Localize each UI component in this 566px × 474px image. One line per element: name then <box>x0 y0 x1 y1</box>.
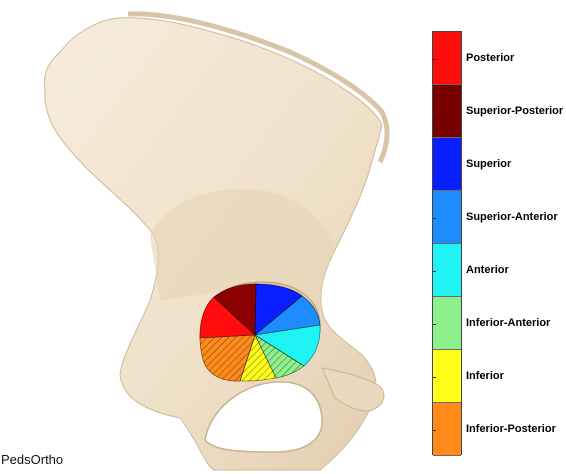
legend-swatch-superior-posterior <box>433 85 461 138</box>
legend-swatch-posterior <box>433 32 461 85</box>
legend-label-inferior-anterior: Inferior-Anterior <box>466 317 550 329</box>
legend-tick <box>433 430 436 431</box>
legend-swatch-inferior <box>433 350 461 403</box>
legend-tick <box>433 271 436 272</box>
legend-label-anterior: Anterior <box>466 264 509 276</box>
acetabulum-sectors <box>200 284 320 381</box>
legend-tick <box>433 324 436 325</box>
legend-tick <box>433 377 436 378</box>
legend-swatch-inferior-posterior <box>433 403 461 456</box>
watermark: PedsOrtho <box>1 452 63 467</box>
legend-tick <box>433 112 436 113</box>
legend-label-superior: Superior <box>466 158 511 170</box>
legend-label-inferior-posterior: Inferior-Posterior <box>466 423 556 435</box>
color-legend <box>432 31 462 455</box>
legend-swatch-anterior <box>433 244 461 297</box>
legend-swatch-superior <box>433 138 461 191</box>
legend-label-superior-anterior: Superior-Anterior <box>466 211 558 223</box>
legend-label-superior-posterior: Superior-Posterior <box>466 105 563 117</box>
legend-tick <box>433 165 436 166</box>
legend-label-posterior: Posterior <box>466 52 514 64</box>
legend-tick <box>433 218 436 219</box>
legend-tick <box>433 59 436 60</box>
legend-swatch-inferior-anterior <box>433 297 461 350</box>
legend-label-inferior: Inferior <box>466 370 504 382</box>
legend-swatch-superior-anterior <box>433 191 461 244</box>
